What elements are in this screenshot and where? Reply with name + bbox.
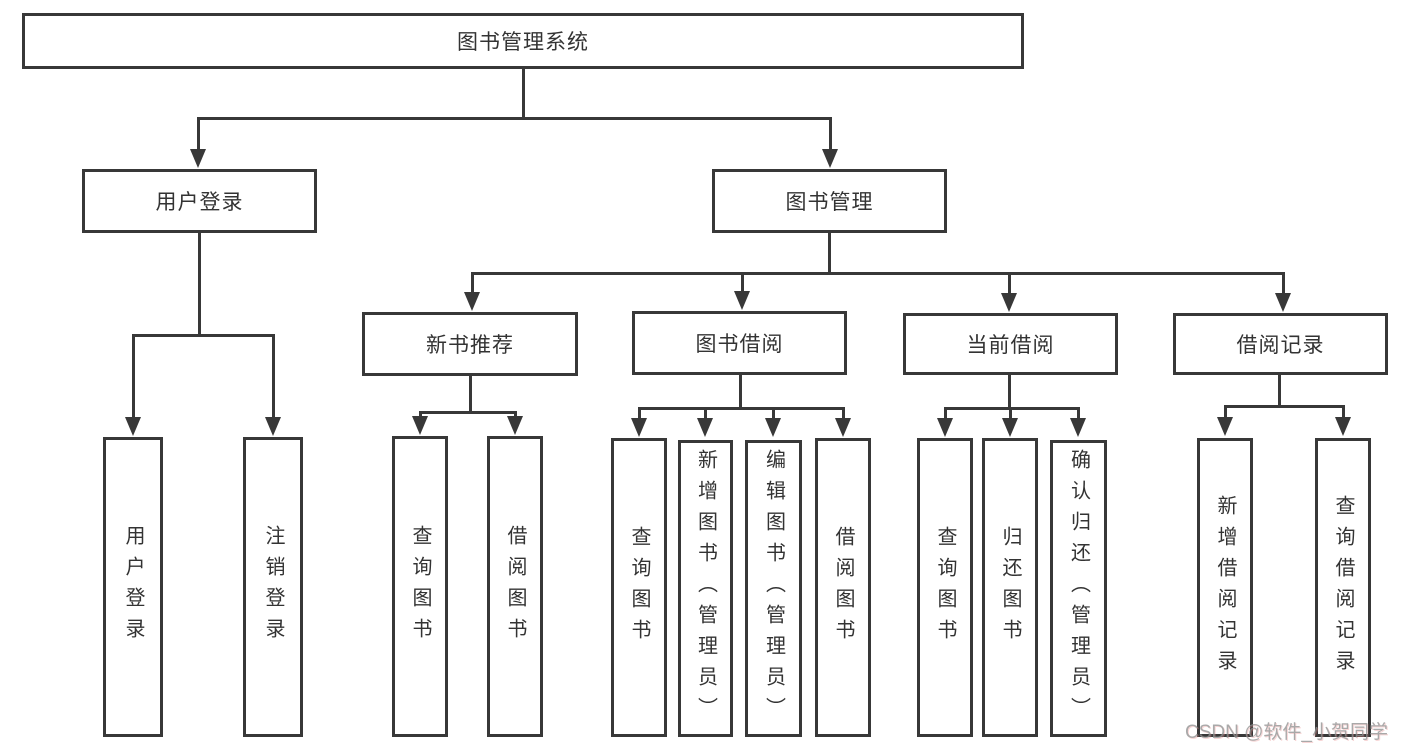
node-label: 用户登录 bbox=[122, 525, 144, 649]
node-label: 图书管理系统 bbox=[457, 31, 589, 54]
arrow-down-icon bbox=[822, 149, 838, 168]
node-label: 用户登录 bbox=[155, 191, 244, 214]
connector-line bbox=[1007, 375, 1011, 409]
arrow-down-icon bbox=[1070, 418, 1086, 437]
node-label: 新增图书（管理员） bbox=[694, 449, 717, 728]
connector-line bbox=[841, 408, 845, 422]
node-leaf-query-books-2: 查询图书 bbox=[611, 438, 667, 737]
connector-line bbox=[131, 333, 275, 337]
node-label: 借阅图书 bbox=[832, 525, 854, 650]
node-label: 查询图书 bbox=[934, 525, 956, 650]
node-label: 当前借阅 bbox=[966, 334, 1055, 357]
connector-line bbox=[1008, 408, 1012, 422]
connector-line bbox=[637, 406, 845, 410]
connector-line bbox=[703, 408, 707, 422]
node-user-login: 用户登录 bbox=[82, 169, 317, 233]
node-leaf-query-books-1: 查询图书 bbox=[392, 436, 448, 737]
connector-line bbox=[738, 375, 742, 409]
node-leaf-query-borrow-record: 查询借阅记录 bbox=[1315, 438, 1371, 737]
arrow-down-icon bbox=[125, 417, 141, 436]
node-leaf-borrow-books-1: 借阅图书 bbox=[487, 436, 543, 737]
connector-line bbox=[828, 118, 832, 152]
node-leaf-add-borrow-record: 新增借阅记录 bbox=[1197, 438, 1253, 737]
node-label: 新书推荐 bbox=[426, 334, 514, 357]
node-label: 查询借阅记录 bbox=[1332, 494, 1354, 681]
csdn-watermark: CSDN @软件_小贺同学 bbox=[1185, 722, 1388, 743]
node-label: 查询图书 bbox=[409, 524, 431, 649]
arrow-down-icon bbox=[265, 417, 281, 436]
node-label: 查询图书 bbox=[628, 525, 650, 650]
node-label: 归还图书 bbox=[999, 525, 1021, 650]
node-leaf-edit-books: 编辑图书（管理员） bbox=[745, 440, 802, 737]
connector-line bbox=[1007, 273, 1011, 297]
connector-line bbox=[131, 335, 135, 421]
arrow-down-icon bbox=[1001, 293, 1017, 312]
connector-line bbox=[827, 233, 831, 274]
connector-line bbox=[470, 271, 1285, 275]
connector-line bbox=[637, 408, 641, 422]
connector-line bbox=[470, 273, 474, 296]
connector-line bbox=[468, 376, 472, 413]
node-borrowing-records: 借阅记录 bbox=[1173, 313, 1388, 375]
connector-line bbox=[1223, 404, 1345, 408]
node-leaf-return-books: 归还图书 bbox=[982, 438, 1038, 737]
connector-line bbox=[1341, 407, 1345, 421]
connector-line bbox=[1223, 407, 1227, 421]
arrow-down-icon bbox=[765, 418, 781, 437]
arrow-down-icon bbox=[937, 418, 953, 437]
arrow-down-icon bbox=[697, 418, 713, 437]
node-label: 新增借阅记录 bbox=[1214, 494, 1236, 681]
arrow-down-icon bbox=[1002, 418, 1018, 437]
node-root: 图书管理系统 bbox=[22, 13, 1024, 69]
node-label: 确认归还（管理员） bbox=[1067, 449, 1090, 728]
node-label: 注销登录 bbox=[262, 525, 284, 649]
node-leaf-logout: 注销登录 bbox=[243, 437, 303, 737]
node-book-management: 图书管理 bbox=[712, 169, 947, 233]
arrow-down-icon bbox=[190, 149, 206, 168]
node-label: 借阅图书 bbox=[504, 524, 526, 649]
arrow-down-icon bbox=[464, 292, 480, 311]
connector-line bbox=[1076, 408, 1080, 422]
node-new-book-recommend: 新书推荐 bbox=[362, 312, 578, 376]
connector-line bbox=[943, 406, 1080, 410]
node-leaf-query-books-3: 查询图书 bbox=[917, 438, 973, 737]
connector-line bbox=[1277, 375, 1281, 407]
arrow-down-icon bbox=[1335, 417, 1351, 436]
arrow-down-icon bbox=[631, 418, 647, 437]
arrow-down-icon bbox=[412, 416, 428, 435]
connector-line bbox=[521, 69, 525, 119]
arrow-down-icon bbox=[835, 418, 851, 437]
connector-line bbox=[196, 118, 200, 152]
node-leaf-user-login: 用户登录 bbox=[103, 437, 163, 737]
connector-line bbox=[1281, 273, 1285, 297]
node-label: 借阅记录 bbox=[1236, 334, 1325, 357]
node-leaf-confirm-return: 确认归还（管理员） bbox=[1050, 440, 1107, 737]
connector-line bbox=[418, 410, 517, 414]
node-label: 图书借阅 bbox=[695, 333, 784, 356]
arrow-down-icon bbox=[1217, 417, 1233, 436]
connector-line bbox=[943, 408, 947, 422]
arrow-down-icon bbox=[734, 291, 750, 310]
node-book-borrowing: 图书借阅 bbox=[632, 311, 847, 375]
connector-line bbox=[740, 273, 744, 295]
node-label: 编辑图书（管理员） bbox=[762, 449, 785, 728]
connector-line bbox=[196, 116, 832, 120]
connector-line bbox=[197, 233, 201, 336]
node-leaf-borrow-books-2: 借阅图书 bbox=[815, 438, 871, 737]
arrow-down-icon bbox=[1275, 293, 1291, 312]
node-label: 图书管理 bbox=[785, 191, 874, 214]
node-current-borrowing: 当前借阅 bbox=[903, 313, 1118, 375]
node-leaf-add-books: 新增图书（管理员） bbox=[678, 440, 733, 737]
connector-line bbox=[271, 335, 275, 421]
connector-line bbox=[771, 408, 775, 422]
arrow-down-icon bbox=[507, 416, 523, 435]
